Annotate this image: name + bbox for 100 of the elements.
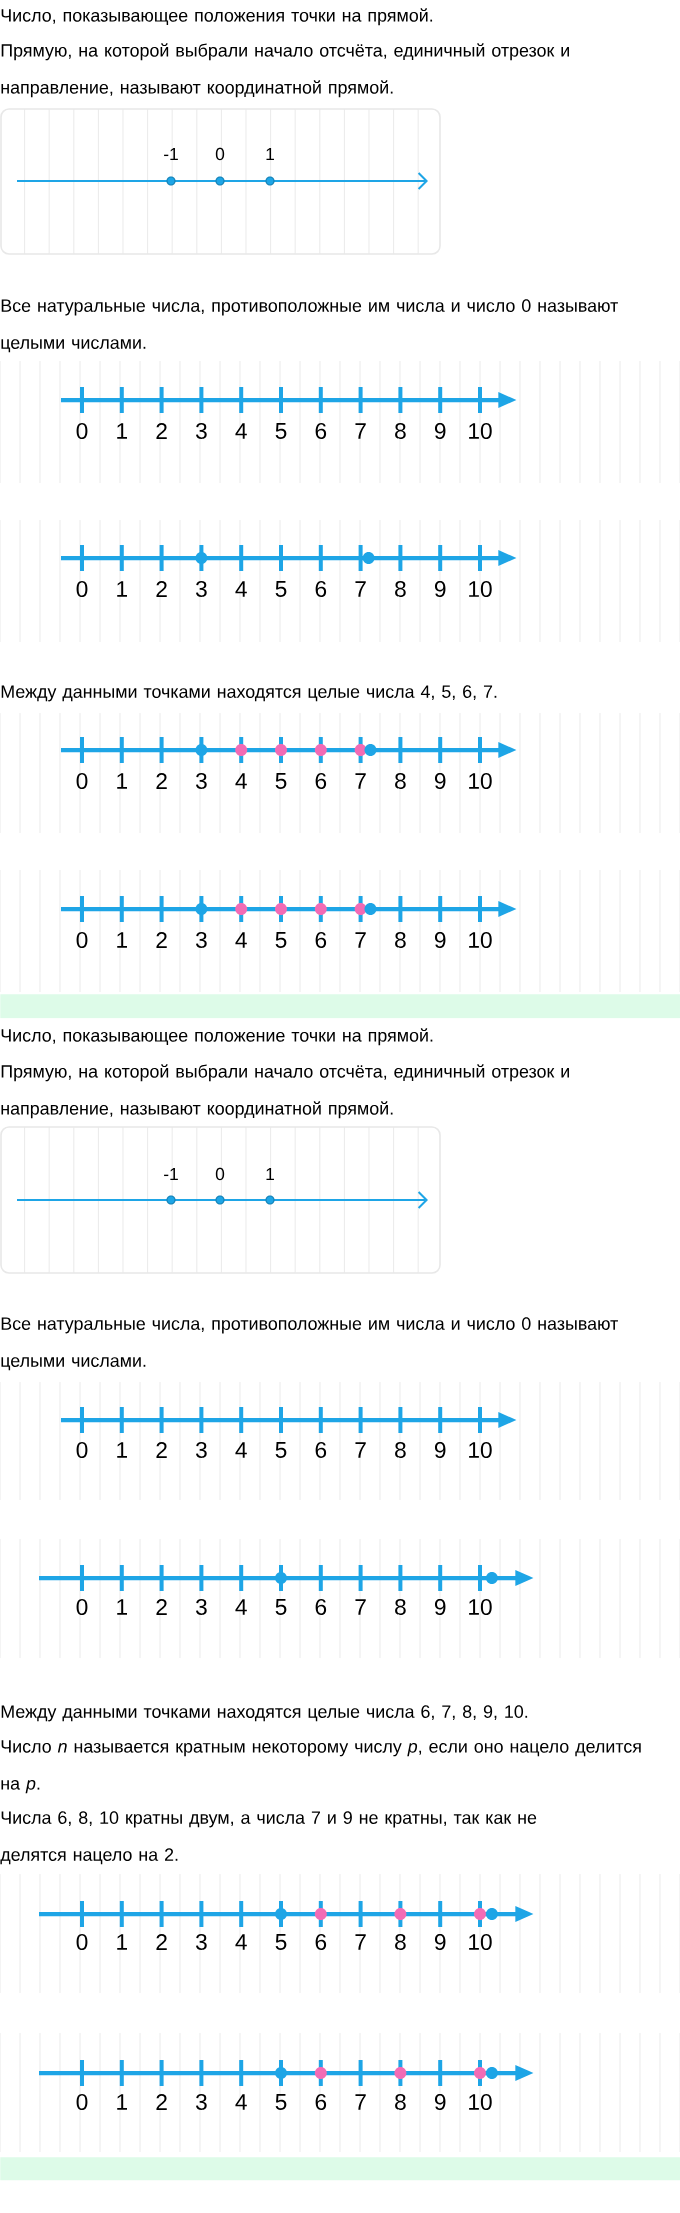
tick-label: 6 <box>315 581 327 598</box>
tick-label: 7 <box>355 581 366 597</box>
tick-label: 0 <box>76 423 88 440</box>
tick-label: 7 <box>355 1599 366 1615</box>
tick-label: 10 <box>469 1442 492 1459</box>
tick-label: 9 <box>434 1599 446 1616</box>
paragraph: Прямую, на которой выбрали начало отсчёта, единичный отрезок и направление, называют координатной прямой. <box>1 1064 569 1119</box>
tick-label: 9 <box>434 773 446 790</box>
tick-label: 5 <box>275 581 287 597</box>
divider-band <box>0 2157 680 2181</box>
tick-label: 5 <box>275 1442 287 1458</box>
tick-label: 8 <box>395 932 406 949</box>
tick-label: 10 <box>469 1599 492 1616</box>
tick-label: 6 <box>315 773 327 790</box>
tick-label: 8 <box>395 581 406 598</box>
tick-label: 7 <box>355 1442 366 1458</box>
tick-label: 6 <box>315 1599 327 1616</box>
tick-label: 8 <box>395 773 406 790</box>
tick-label: 10 <box>469 581 492 598</box>
paragraph: Все натуральные числа, противоположные им числа и число 0 называют целыми числами. <box>1 299 618 353</box>
tick-label: 0 <box>76 1934 88 1951</box>
point-label: 0 <box>215 147 225 161</box>
tick-label: 8 <box>395 1599 406 1616</box>
paragraph: Прямую, на которой выбрали начало отсчёта, единичный отрезок и направление, называют координатной прямой. <box>1 43 569 98</box>
tick-label: 1 <box>117 581 127 597</box>
tick-label: 4 <box>235 1934 247 1950</box>
tick-label: 10 <box>469 1934 492 1951</box>
tick-label: 3 <box>195 581 207 598</box>
tick-label: 7 <box>355 932 366 948</box>
tick-label: 9 <box>434 932 446 949</box>
tick-label: 6 <box>315 423 327 440</box>
tick-label: 5 <box>275 1934 287 1950</box>
point-label: -1 <box>164 1168 178 1180</box>
tick-label: 5 <box>275 2094 287 2110</box>
tick-label: 0 <box>76 773 88 790</box>
tick-label: 6 <box>315 1934 327 1951</box>
tick-label: 0 <box>76 932 88 949</box>
tick-label: 2 <box>156 2094 167 2110</box>
tick-label: 2 <box>156 773 167 789</box>
tick-label: 0 <box>76 2094 88 2111</box>
point-label: -1 <box>164 148 178 160</box>
paragraph: Числа 6, 8, 10 кратны двум, а числа 7 и 9 не кратны, так как не делятся нацело на 2. <box>0 1811 537 1865</box>
tick-label: 3 <box>195 773 207 790</box>
tick-label: 8 <box>395 2094 406 2111</box>
tick-label: 1 <box>117 932 127 948</box>
tick-label: 0 <box>76 1442 88 1459</box>
tick-label: 1 <box>117 423 127 439</box>
tick-label: 5 <box>275 1599 287 1615</box>
point-label: 1 <box>266 148 274 160</box>
tick-label: 1 <box>117 773 127 789</box>
tick-label: 9 <box>434 1442 446 1459</box>
tick-label: 7 <box>355 773 366 789</box>
tick-label: 3 <box>195 932 207 949</box>
tick-label: 8 <box>395 1934 406 1951</box>
tick-label: 9 <box>434 1934 446 1951</box>
tick-label: 1 <box>117 1599 127 1615</box>
tick-label: 5 <box>275 773 287 789</box>
tick-label: 6 <box>315 1442 327 1459</box>
tick-label: 4 <box>235 932 247 948</box>
tick-label: 5 <box>275 423 287 439</box>
tick-label: 2 <box>156 423 167 439</box>
paragraph: Число n называется кратным некоторому числу p, если оно нацело делится на p. <box>1 1740 641 1794</box>
paragraph: Между данными точками находятся целые числа 4, 5, 6, 7. <box>1 685 497 702</box>
tick-label: 6 <box>315 932 327 949</box>
tick-label: 2 <box>156 1934 167 1950</box>
tick-label: 4 <box>235 773 247 789</box>
tick-label: 2 <box>156 581 167 597</box>
tick-label: 10 <box>469 423 492 440</box>
tick-label: 7 <box>355 423 366 439</box>
tick-label: 10 <box>469 773 492 790</box>
tick-label: 10 <box>469 932 492 949</box>
tick-label: 10 <box>469 2094 492 2111</box>
tick-label: 0 <box>76 581 88 598</box>
tick-label: 4 <box>235 1599 247 1615</box>
paragraph: Число, показывающее положения точки на прямой. <box>1 8 433 26</box>
tick-label: 3 <box>195 1599 207 1616</box>
point-label: 1 <box>266 1168 274 1180</box>
tick-label: 6 <box>315 2094 327 2111</box>
tick-label: 1 <box>117 1934 127 1950</box>
tick-label: 7 <box>355 1934 366 1950</box>
tick-label: 1 <box>117 2094 127 2110</box>
tick-label: 4 <box>235 423 247 439</box>
tick-label: 4 <box>235 1442 247 1458</box>
tick-label: 9 <box>434 2094 446 2111</box>
tick-label: 3 <box>195 1934 207 1951</box>
tick-label: 2 <box>156 1599 167 1615</box>
tick-label: 3 <box>195 2094 207 2111</box>
tick-label: 7 <box>355 2094 366 2110</box>
tick-label: 3 <box>195 423 207 440</box>
tick-label: 3 <box>195 1442 207 1459</box>
tick-label: 1 <box>117 1442 127 1458</box>
tick-label: 8 <box>395 1442 406 1459</box>
tick-label: 4 <box>235 2094 247 2110</box>
tick-label: 2 <box>156 932 167 948</box>
tick-label: 8 <box>395 423 406 440</box>
tick-label: 9 <box>434 581 446 598</box>
paragraph: Все натуральные числа, противоположные им числа и число 0 называют целыми числами. <box>1 1317 618 1371</box>
tick-label: 2 <box>156 1442 167 1458</box>
tick-label: 0 <box>76 1599 88 1616</box>
tick-label: 9 <box>434 423 446 440</box>
